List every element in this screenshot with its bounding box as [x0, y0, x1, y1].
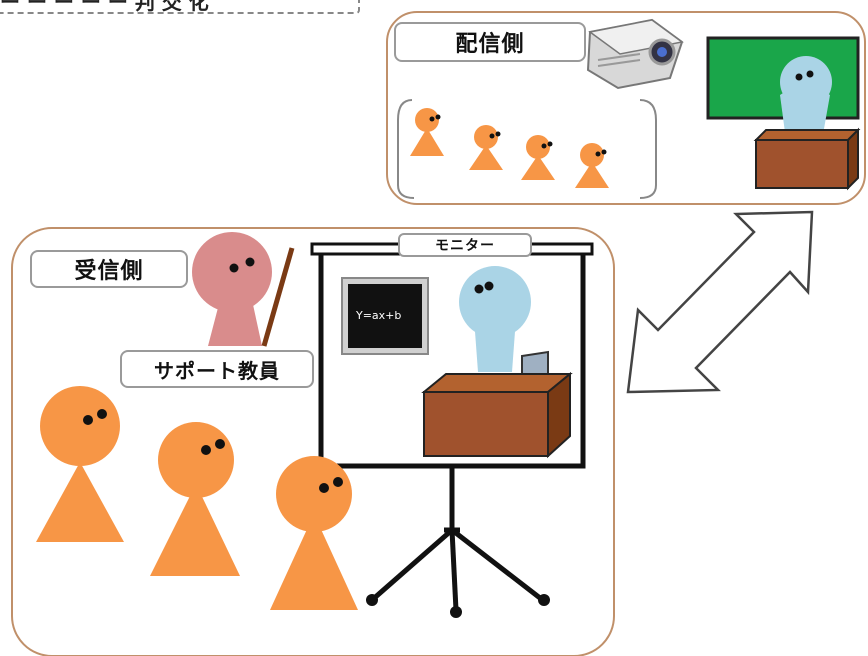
receiver-label: 受信側 [30, 250, 188, 288]
top-caption-fragment: ー ー ー ー ー 判 交 化 [0, 0, 360, 14]
two-way-arrow [626, 210, 814, 394]
monitor-label: モニター [398, 233, 532, 257]
screen-blackboard [348, 284, 422, 348]
support-teacher [192, 232, 272, 346]
sender-student-3 [521, 135, 555, 180]
screen-desk [421, 371, 573, 459]
projector-icon [586, 18, 684, 90]
sender-student-2 [469, 125, 503, 170]
sender-student-1 [410, 108, 444, 156]
sender-student-4 [575, 143, 609, 188]
receiver-student-3 [270, 456, 358, 610]
support-teacher-label: サポート教員 [120, 350, 314, 388]
pointer-stick [261, 247, 295, 347]
screen-teacher [459, 266, 531, 372]
sender-label: 配信側 [394, 22, 586, 62]
receiver-student-2 [150, 422, 240, 576]
sender-desk [753, 127, 861, 191]
monitor-tripod [370, 466, 542, 611]
sender-teacher [780, 56, 832, 140]
blackboard-equation: Y=ax+b [356, 309, 402, 322]
receiver-student-1 [36, 386, 124, 542]
sender-audience-bracket [397, 99, 657, 199]
